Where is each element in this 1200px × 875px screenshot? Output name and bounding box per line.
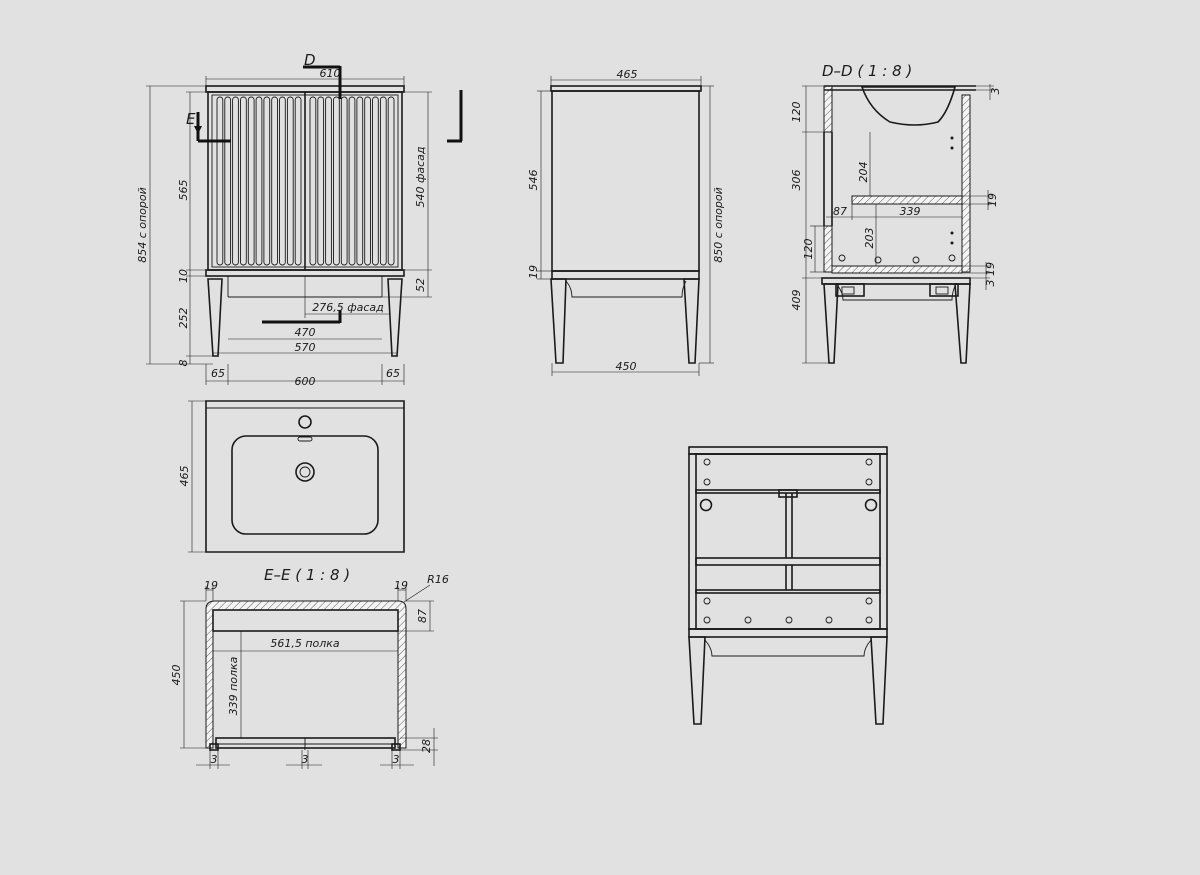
dim-ee-3-mid: 3 bbox=[302, 753, 309, 766]
fluted-door-panels bbox=[216, 96, 395, 266]
dim-450-side: 450 bbox=[616, 360, 637, 373]
dim-19-side: 19 bbox=[527, 265, 540, 279]
door-flute bbox=[247, 96, 255, 266]
dim-dd-3b: 3 bbox=[984, 280, 997, 287]
door-flute bbox=[309, 96, 317, 266]
door-flute bbox=[325, 96, 332, 266]
section-d-label: D bbox=[304, 51, 316, 69]
door-flute bbox=[224, 96, 232, 266]
dim-252: 252 bbox=[177, 308, 190, 329]
section-ee-title: E–E ( 1 : 8 ) bbox=[264, 566, 350, 584]
dd-dimension-labels: 3 120 306 204 87 339 19 120 203 19 3 409 bbox=[790, 88, 1002, 311]
dim-ee-561-5: 561,5 полка bbox=[270, 637, 340, 650]
dim-600: 600 bbox=[295, 375, 316, 388]
dim-ee-3-left: 3 bbox=[211, 753, 218, 766]
section-e-label: E bbox=[186, 110, 196, 128]
dim-ee-339: 339 полка bbox=[227, 656, 240, 715]
rear-view bbox=[688, 446, 888, 725]
dim-dd-19: 19 bbox=[986, 193, 999, 207]
dim-10: 10 bbox=[177, 269, 190, 283]
dim-52: 52 bbox=[414, 278, 427, 292]
dim-465-top: 465 bbox=[178, 466, 191, 487]
door-flute bbox=[240, 96, 247, 266]
door-flute bbox=[348, 96, 356, 266]
door-flute bbox=[317, 96, 325, 266]
dim-dd-3: 3 bbox=[989, 88, 1002, 95]
door-flute bbox=[286, 96, 294, 266]
door-flute bbox=[255, 96, 263, 266]
dim-ee-r16: R16 bbox=[427, 573, 449, 586]
door-flute bbox=[263, 96, 271, 266]
dim-ee-28: 28 bbox=[420, 739, 433, 753]
dd-dimensions bbox=[802, 84, 994, 364]
section-dd: D–D ( 1 : 8 ) bbox=[790, 62, 1002, 364]
dim-ee-19-left: 19 bbox=[204, 579, 218, 592]
dim-ee-19-right: 19 bbox=[394, 579, 408, 592]
dim-dd-306: 306 bbox=[790, 170, 803, 191]
front-dimension-labels: 610 854 с опорой 565 10 252 8 540 фасад … bbox=[136, 67, 427, 388]
dim-546: 546 bbox=[527, 170, 540, 191]
door-flute bbox=[279, 96, 286, 266]
dim-dd-120: 120 bbox=[790, 102, 803, 123]
dim-565: 565 bbox=[177, 180, 190, 201]
dim-854: 854 с опорой bbox=[136, 187, 149, 263]
dim-dd-203: 203 bbox=[863, 228, 876, 249]
dim-276-5: 276,5 фасад bbox=[312, 301, 384, 314]
top-dimensions bbox=[188, 400, 206, 553]
dim-610: 610 bbox=[320, 67, 341, 80]
section-dd-title: D–D ( 1 : 8 ) bbox=[822, 62, 912, 80]
dim-dd-339: 339 bbox=[900, 205, 921, 218]
section-marker-e: E bbox=[186, 90, 463, 143]
dim-65-right: 65 bbox=[386, 367, 400, 380]
top-view: 465 bbox=[178, 400, 405, 553]
dim-dd-409: 409 bbox=[790, 290, 803, 311]
door-flute bbox=[372, 96, 379, 266]
side-dimensions bbox=[537, 76, 714, 376]
dim-540: 540 фасад bbox=[414, 146, 427, 207]
door-flute bbox=[271, 96, 278, 266]
dd-fittings bbox=[835, 283, 959, 297]
door-flute bbox=[294, 96, 302, 266]
dim-dd-204: 204 bbox=[857, 162, 870, 183]
dim-ee-450: 450 bbox=[170, 665, 183, 686]
front-cabinet bbox=[205, 85, 405, 298]
dim-ee-87: 87 bbox=[416, 609, 429, 623]
front-view: D E bbox=[136, 51, 463, 388]
dim-570: 570 bbox=[295, 341, 316, 354]
dim-8: 8 bbox=[177, 360, 190, 367]
dim-465-side: 465 bbox=[617, 68, 638, 81]
door-flute bbox=[364, 96, 371, 266]
door-flute bbox=[340, 96, 348, 266]
door-flute bbox=[379, 96, 387, 266]
door-flute bbox=[356, 96, 364, 266]
dim-470: 470 bbox=[295, 326, 316, 339]
door-flute bbox=[387, 96, 395, 266]
dim-dd-120b: 120 bbox=[802, 239, 815, 260]
dim-850: 850 с опорой bbox=[712, 187, 725, 263]
door-flute bbox=[232, 96, 239, 266]
door-flute bbox=[216, 96, 224, 266]
section-ee: E–E ( 1 : 8 ) bbox=[170, 566, 449, 769]
front-dimensions bbox=[146, 76, 432, 385]
dim-ee-3-right: 3 bbox=[393, 753, 400, 766]
ee-dimensions bbox=[180, 584, 438, 769]
front-legs bbox=[207, 278, 403, 357]
section-marker-d: D bbox=[262, 51, 342, 324]
door-flute bbox=[333, 96, 340, 266]
side-dimension-labels: 465 546 19 850 с опорой 450 bbox=[527, 68, 725, 373]
dd-hardware-dots bbox=[838, 136, 956, 264]
ee-dimension-labels: 19 19 R16 87 561,5 полка 450 339 полка 2… bbox=[170, 573, 449, 766]
dim-dd-19b: 19 bbox=[984, 262, 997, 276]
dim-65-left: 65 bbox=[211, 367, 225, 380]
dim-dd-87: 87 bbox=[833, 205, 847, 218]
rear-holes bbox=[699, 458, 878, 624]
side-view: 465 546 19 850 с опорой 450 bbox=[527, 68, 725, 376]
